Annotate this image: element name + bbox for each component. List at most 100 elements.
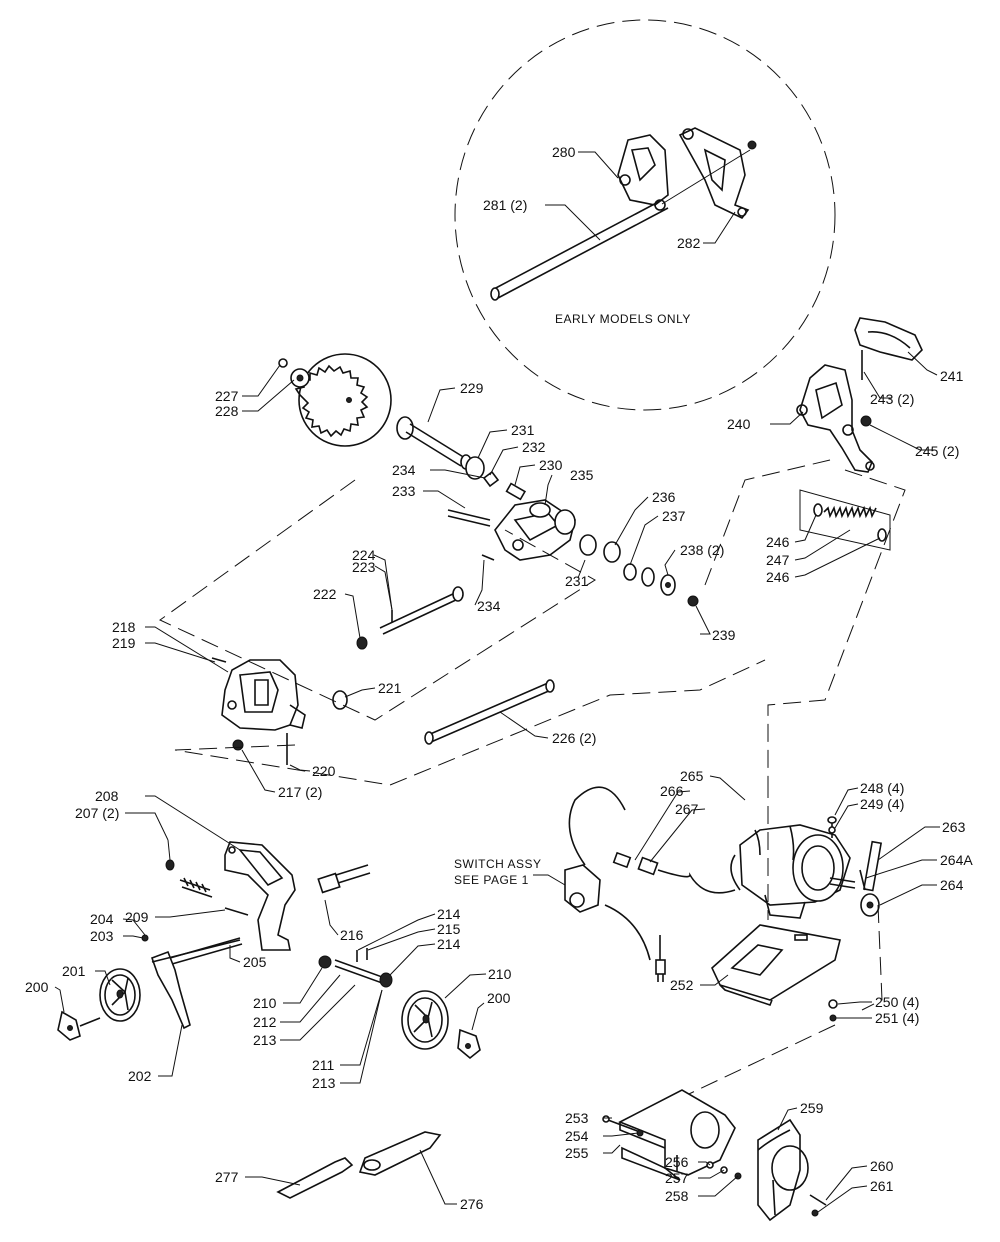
label-221: 221 [378,680,402,696]
part-209-screw [179,877,213,898]
part-231-bearing-upper [465,456,485,480]
label-200-right: 200 [487,990,511,1006]
label-241: 241 [940,368,964,384]
label-216: 216 [340,927,364,943]
part-241-scale [854,317,923,380]
label-234-lower: 234 [477,598,501,614]
label-245: 245 (2) [915,443,959,459]
early-models-note: EARLY MODELS ONLY [555,312,691,326]
label-230: 230 [539,457,563,473]
part-267-receptacle [637,856,736,894]
part-261-screw [811,1209,819,1217]
label-219: 219 [112,635,136,651]
part-239-nut [687,595,699,607]
label-258: 258 [665,1188,689,1204]
part-210-nut-a [318,955,332,969]
label-233: 233 [392,483,416,499]
label-264A: 264A [940,852,973,868]
label-207: 207 (2) [75,805,119,821]
label-217: 217 (2) [278,784,322,800]
part-253-bolt [607,1119,641,1133]
label-201: 201 [62,963,86,979]
label-246-lower: 246 [766,569,790,585]
part-250-washer [828,999,838,1009]
power-cord-plug [655,935,666,982]
label-222: 222 [313,586,337,602]
part-211-collar [379,972,393,988]
label-223: 223 [352,559,376,575]
label-263: 263 [942,819,966,835]
part-218-housing [221,659,306,731]
label-267: 267 [675,801,699,817]
label-220: 220 [312,763,336,779]
label-264: 264 [940,877,964,893]
part-201-handwheel [99,968,141,1022]
part-249-washer [828,826,836,834]
part-235-arbor-bracket [494,499,576,561]
label-236: 236 [652,489,676,505]
label-238: 238 (2) [680,542,724,558]
leader-lines [54,151,940,1213]
label-227: 227 [215,388,239,404]
early-models-circle [454,19,836,411]
part-222-nut [356,636,368,650]
part-212-shaft [334,959,386,985]
part-277-wrench [276,1157,354,1199]
label-257: 257 [665,1170,689,1186]
part-264A-setscrew [859,869,866,891]
part-226-rod [424,679,555,745]
label-200-left: 200 [25,979,49,995]
label-277: 277 [215,1169,239,1185]
label-251: 251 (4) [875,1010,919,1026]
label-213-lower: 213 [312,1075,336,1091]
part-224-shaft [379,586,464,635]
label-255: 255 [565,1145,589,1161]
label-265: 265 [680,768,704,784]
part-230-spacer [505,482,527,501]
label-249: 249 (4) [860,796,904,812]
part-232-key [482,470,500,488]
label-256: 256 [665,1154,689,1170]
label-280: 280 [552,144,576,160]
part-280-trunnion [617,134,669,206]
part-245-nut [860,415,872,427]
label-202: 202 [128,1068,152,1084]
label-266: 266 [660,783,684,799]
label-237: 237 [662,508,686,524]
part-263-key [862,840,883,892]
part-248-screw [827,816,837,824]
label-213-upper: 213 [253,1032,277,1048]
part-276-wrench [358,1131,442,1176]
label-210-nut: 210 [253,995,277,1011]
label-247: 247 [766,552,790,568]
label-215: 215 [437,921,461,937]
label-240: 240 [727,416,751,432]
part-labels: 280 281 (2) 282 EARLY MODELS ONLY 227 22… [25,144,973,1212]
label-218: 218 [112,619,136,635]
part-234-pin-lower [481,554,495,561]
part-255-bracket [618,1089,736,1181]
part-240-trunnion [796,364,875,473]
part-281-rod [490,149,751,301]
early-models-detail [454,19,836,411]
label-250: 250 (4) [875,994,919,1010]
part-227-nut [278,358,288,368]
label-231-lower: 231 [565,573,589,589]
label-214-lower: 214 [437,936,461,952]
part-208-bracket [224,841,296,951]
part-251-nut [829,1014,837,1022]
part-247-spring [813,503,887,542]
label-253: 253 [565,1110,589,1126]
part-210-handwheel [401,990,449,1050]
part-229-saw-blade [294,353,392,447]
label-246-upper: 246 [766,534,790,550]
label-214-upper: 214 [437,906,461,922]
part-229-arbor [396,416,472,470]
part-265-motor [730,824,856,919]
switch-assembly [564,786,651,961]
label-232: 232 [522,439,546,455]
part-260-screw [809,1194,827,1206]
part-219-screw [211,657,227,663]
label-259: 259 [800,1100,824,1116]
part-259-belt-guard [757,1118,809,1222]
